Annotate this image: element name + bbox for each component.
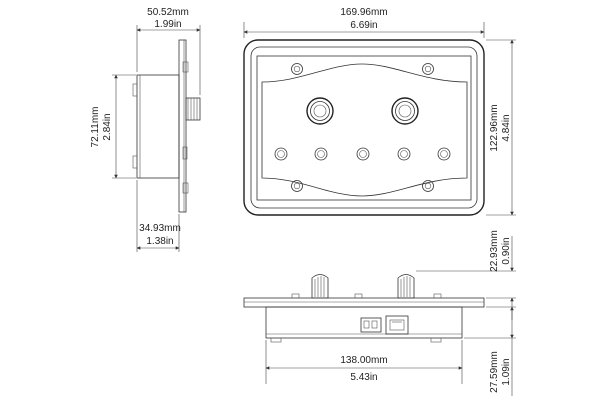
side-depth-mm: 50.52mm [147, 7, 189, 18]
side-view-knob [185, 97, 201, 121]
side-depth-in: 1.99in [154, 19, 181, 30]
side-height-in: 2.84in [102, 113, 113, 140]
front-height-mm: 122.96mm [489, 104, 500, 151]
front-view-face [261, 63, 468, 197]
side-view: 50.52mm 1.99in 72.11mm 2.84in 34.93mm 1.… [90, 7, 201, 252]
jack-icon [314, 147, 328, 161]
front-height-in: 4.84in [501, 114, 512, 141]
jack-icon [397, 147, 411, 161]
front-view-panel [256, 55, 472, 201]
body-depth-in: 1.09in [501, 358, 512, 385]
front-view-outer-plate [243, 39, 485, 216]
screw-icon [291, 180, 303, 192]
front-view: 169.96mm 6.69in 122.96mm 4.84in [243, 7, 516, 216]
side-view-plate [178, 39, 187, 213]
body-width-mm: 138.00mm [340, 355, 387, 366]
front-width-in: 6.69in [350, 20, 377, 31]
knob-icon [306, 97, 334, 125]
terminal-block-icon [360, 317, 382, 333]
jack-icon [356, 147, 370, 161]
jack-icon [274, 147, 288, 161]
front-width-mm: 169.96mm [340, 7, 387, 18]
bottom-knob-icon [311, 274, 329, 299]
side-height-mm: 72.11mm [90, 107, 101, 148]
jack-icon [437, 147, 451, 161]
front-view-inner-plate [250, 46, 478, 209]
side-view-body [136, 74, 180, 179]
knob-height-mm: 22.93mm [489, 230, 500, 272]
body-width-in: 5.43in [350, 372, 377, 383]
side-body-in: 1.38in [146, 236, 173, 247]
screw-icon [422, 180, 434, 192]
bottom-knob-icon [397, 274, 415, 299]
bottom-view: 22.93mm 0.90in 27.59mm 1.09in 138.00mm 5… [243, 230, 516, 396]
screw-icon [422, 63, 434, 75]
side-body-mm: 34.93mm [139, 223, 181, 234]
body-depth-mm: 27.59mm [489, 351, 500, 393]
bottom-view-body [265, 306, 463, 339]
knob-icon [391, 97, 419, 125]
screw-icon [291, 63, 303, 75]
rj45-port-icon [385, 315, 409, 335]
knob-height-in: 0.90in [501, 237, 512, 264]
bottom-view-plate [243, 297, 485, 308]
